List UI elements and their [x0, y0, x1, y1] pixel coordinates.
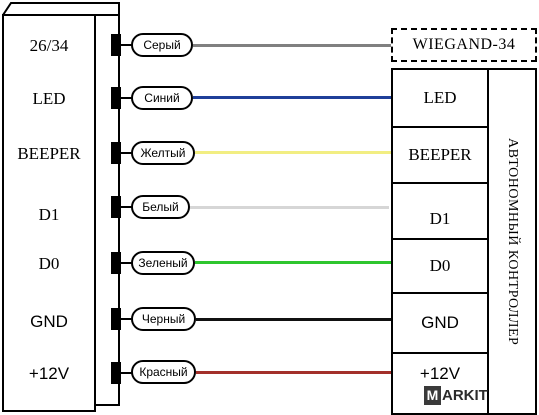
reader-terminal: [111, 196, 121, 218]
wire-tag-green: Зеленый: [131, 251, 195, 275]
wire-tag-black: Черный: [131, 307, 196, 331]
wire-tag-blue: Синий: [131, 86, 193, 110]
wire-lead: [121, 97, 132, 99]
controller-terminal-gnd: GND: [391, 292, 487, 354]
controller-terminal-12v: +12V: [391, 352, 487, 415]
reader-terminal: [111, 362, 121, 384]
wire-tag-yellow: Желтый: [131, 141, 195, 165]
wire-lead: [121, 206, 132, 208]
reader-pin-beeper: BEEPER: [17, 144, 81, 163]
reader-block: [2, 14, 96, 412]
wire-lead: [121, 372, 132, 374]
wire-lead: [121, 152, 132, 154]
reader-pin-12v: +12V: [28, 364, 70, 383]
reader-terminal: [111, 142, 121, 164]
reader-pin-26-34: 26/34: [29, 36, 69, 55]
reader-pin-gnd: GND: [30, 312, 68, 331]
reader-terminal: [111, 252, 121, 274]
reader-terminal: [111, 34, 121, 56]
wiegand-34-label: WIEGAND-34: [391, 28, 537, 62]
controller-terminal-beeper: BEEPER: [391, 126, 487, 184]
controller-terminal-d0: D0: [391, 238, 487, 294]
wire-tag-gray: Серый: [131, 33, 193, 57]
wire-blue: [193, 96, 391, 99]
wire-black: [196, 318, 391, 321]
wire-tag-white: Белый: [131, 195, 190, 219]
markit-logo-mark: M: [424, 385, 441, 405]
controller-terminal-led: LED: [391, 68, 487, 128]
reader-terminal: [111, 308, 121, 330]
controller-title: АВТОНОМНЫЙ КОНТРОЛЛЕР: [487, 68, 537, 415]
controller-title-text: АВТОНОМНЫЙ КОНТРОЛЛЕР: [505, 137, 520, 346]
controller-side-panel: [487, 68, 537, 415]
wire-tag-red: Красный: [131, 360, 196, 384]
wire-gray: [193, 44, 391, 47]
reader-pin-d0: D0: [38, 254, 60, 273]
wire-lead: [121, 44, 132, 46]
wire-lead: [121, 262, 132, 264]
markit-logo: M ARKIT: [424, 384, 488, 406]
wire-red: [196, 371, 391, 374]
markit-logo-text: ARKIT: [442, 386, 488, 404]
reader-pin-d1: D1: [38, 205, 60, 224]
reader-terminal: [111, 87, 121, 109]
wire-lead: [121, 318, 132, 320]
controller-terminal-d1: D1: [391, 182, 487, 240]
wire-green: [195, 261, 391, 264]
wire-white: [190, 206, 389, 209]
wire-yellow: [195, 151, 391, 154]
reader-pin-led: LED: [32, 89, 66, 108]
